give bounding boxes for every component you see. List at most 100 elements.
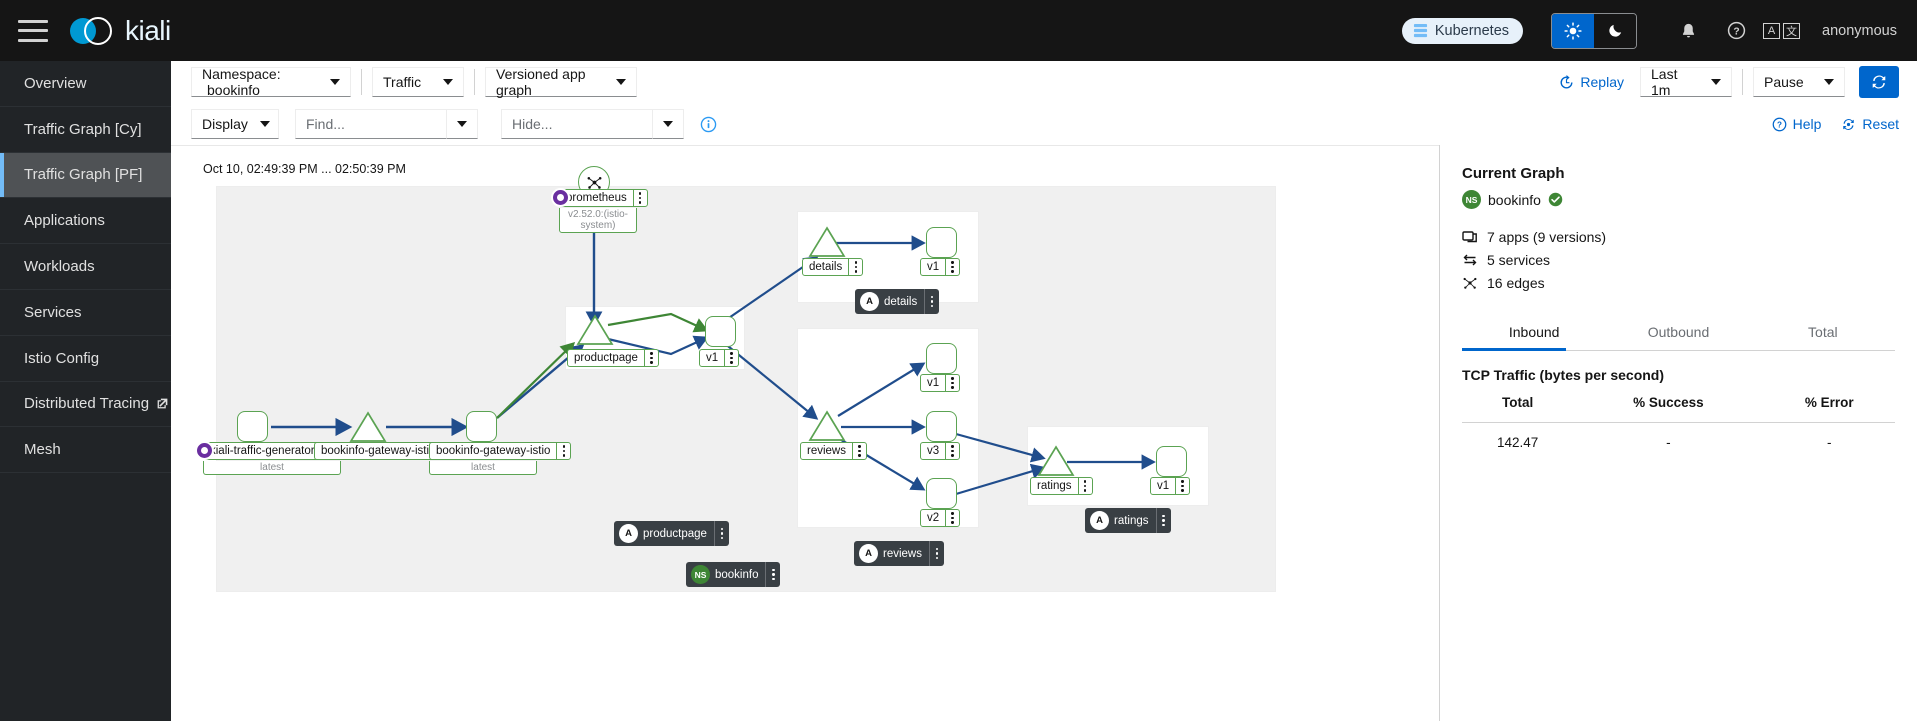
group-menu-icon[interactable]: [713, 521, 729, 546]
sidebar-item-applications[interactable]: Applications: [0, 198, 171, 245]
graph-node-productpage-v1[interactable]: [705, 316, 736, 347]
traffic-selector[interactable]: Traffic: [372, 67, 464, 97]
graph-node-details-v1[interactable]: [926, 227, 957, 258]
group-chip-productpage[interactable]: A productpage: [614, 521, 729, 546]
group-chip-details[interactable]: A details: [855, 289, 940, 314]
graph-timestamp: Oct 10, 02:49:39 PM ... 02:50:39 PM: [203, 162, 406, 176]
theme-toggle[interactable]: [1551, 12, 1638, 49]
language-toggle[interactable]: A 文: [1763, 22, 1801, 39]
refresh-button[interactable]: [1859, 66, 1899, 98]
node-menu-icon[interactable]: [945, 510, 959, 526]
graph-node-reviews-v2[interactable]: [926, 478, 957, 509]
sidebar-item-services[interactable]: Services: [0, 290, 171, 336]
graph-node-reviews-v3[interactable]: [926, 411, 957, 442]
graph-node-details-service[interactable]: [808, 226, 846, 258]
node-label-details-service[interactable]: details: [802, 258, 864, 276]
replay-button[interactable]: Replay: [1559, 74, 1624, 90]
tab-label: Total: [1808, 324, 1838, 340]
node-menu-icon[interactable]: [945, 375, 959, 391]
node-label-productpage-service[interactable]: productpage: [567, 349, 659, 367]
group-menu-icon[interactable]: [924, 289, 939, 314]
group-menu-icon[interactable]: [1155, 508, 1171, 533]
sidebar-item-distributed-tracing[interactable]: Distributed Tracing: [0, 382, 171, 428]
node-label-details-v1[interactable]: v1: [920, 258, 961, 276]
node-menu-icon[interactable]: [632, 190, 647, 206]
theme-light-button[interactable]: [1552, 13, 1595, 48]
graph-type-selector[interactable]: Versioned app graph: [485, 66, 637, 98]
node-menu-icon[interactable]: [945, 443, 959, 459]
sidebar-item-traffic-graph-pf[interactable]: Traffic Graph [PF]: [0, 152, 171, 199]
sidebar-item-workloads[interactable]: Workloads: [0, 244, 171, 290]
group-chip-namespace-bookinfo[interactable]: NS bookinfo: [686, 562, 781, 587]
graph-node-ratings-service[interactable]: [1037, 445, 1075, 477]
graph-node-productpage-service[interactable]: [576, 314, 614, 346]
notifications-button[interactable]: [1667, 14, 1709, 48]
graph-node-kiali-traffic-generator[interactable]: [237, 411, 268, 442]
find-input[interactable]: [295, 109, 447, 139]
group-chip-ratings[interactable]: A ratings: [1085, 508, 1171, 533]
graph-node-reviews-v1[interactable]: [926, 343, 957, 374]
graph-node-prometheus[interactable]: prometheus: [559, 189, 648, 207]
group-menu-icon[interactable]: [765, 562, 780, 587]
side-panel-namespace-label: bookinfo: [1488, 191, 1541, 208]
refresh-interval-selector[interactable]: Pause: [1753, 67, 1845, 97]
graph-node-bookinfo-gateway-service[interactable]: [349, 411, 387, 443]
find-dropdown-button[interactable]: [447, 109, 478, 139]
sidebar-item-istio-config[interactable]: Istio Config: [0, 336, 171, 382]
help-button[interactable]: ?: [1715, 14, 1757, 48]
node-label: productpage: [574, 352, 638, 364]
node-menu-icon[interactable]: [724, 350, 738, 366]
toolbar-divider: [1742, 69, 1743, 95]
col-total: Total: [1462, 395, 1574, 423]
node-label-reviews-v2[interactable]: v2: [920, 509, 961, 527]
group-menu-icon[interactable]: [928, 541, 944, 566]
node-menu-icon[interactable]: [848, 259, 862, 275]
time-range-selector[interactable]: Last 1m: [1640, 66, 1732, 98]
chevron-down-icon: [1711, 79, 1721, 85]
node-menu-icon[interactable]: [556, 443, 570, 459]
graph-node-reviews-service[interactable]: [808, 410, 846, 442]
node-label-bookinfo-gateway-service[interactable]: bookinfo-gateway-istio: [314, 442, 457, 460]
sidebar-item-overview[interactable]: Overview: [0, 61, 171, 107]
node-menu-icon[interactable]: [851, 443, 866, 459]
tab-outbound[interactable]: Outbound: [1606, 315, 1750, 350]
cluster-badge[interactable]: Kubernetes: [1401, 17, 1524, 44]
node-label-reviews-v1[interactable]: v1: [920, 374, 961, 392]
services-icon: [1463, 254, 1477, 266]
sidebar-item-traffic-graph-cy[interactable]: Traffic Graph [Cy]: [0, 107, 171, 153]
hide-input[interactable]: [501, 109, 653, 139]
traffic-graph-canvas[interactable]: Oct 10, 02:49:39 PM ... 02:50:39 PM: [171, 145, 1439, 721]
kiali-logo-icon: [70, 14, 116, 48]
group-chip-reviews[interactable]: A reviews: [854, 541, 944, 566]
graph-node-bookinfo-gateway-workload[interactable]: [466, 411, 497, 442]
tab-inbound[interactable]: Inbound: [1462, 315, 1606, 351]
user-menu[interactable]: anonymous: [1822, 22, 1897, 39]
node-label-productpage-v1[interactable]: v1: [699, 349, 740, 367]
group-chip-label: bookinfo: [715, 568, 759, 581]
reset-link[interactable]: Reset: [1841, 116, 1899, 132]
brand-logo-area[interactable]: kiali: [70, 14, 171, 48]
namespace-selector[interactable]: Namespace: bookinfo: [191, 66, 351, 98]
node-menu-icon[interactable]: [1077, 478, 1092, 494]
graph-toolbar-secondary: Display ? Help: [171, 103, 1917, 145]
node-label-reviews-v3[interactable]: v3: [920, 442, 961, 460]
moon-icon: [1608, 24, 1621, 37]
display-selector[interactable]: Display: [191, 109, 279, 139]
theme-dark-button[interactable]: [1594, 13, 1637, 48]
node-menu-icon[interactable]: [643, 350, 658, 366]
graph-node-ratings-v1[interactable]: [1156, 446, 1187, 477]
graph-info-button[interactable]: [700, 116, 717, 133]
tab-total[interactable]: Total: [1751, 315, 1895, 350]
node-menu-icon[interactable]: [945, 259, 959, 275]
node-label-bookinfo-gateway-workload[interactable]: bookinfo-gateway-istio: [429, 442, 572, 460]
hamburger-icon[interactable]: [18, 19, 48, 42]
node-label-reviews-service[interactable]: reviews: [800, 442, 867, 460]
brand-name: kiali: [125, 14, 171, 46]
hide-dropdown-button[interactable]: [653, 109, 684, 139]
node-label-ratings-service[interactable]: ratings: [1030, 477, 1093, 495]
node-menu-icon[interactable]: [1175, 478, 1189, 494]
help-link[interactable]: ? Help: [1772, 116, 1821, 132]
chevron-down-icon: [616, 79, 626, 85]
node-label-ratings-v1[interactable]: v1: [1150, 477, 1191, 495]
sidebar-item-mesh[interactable]: Mesh: [0, 427, 171, 474]
